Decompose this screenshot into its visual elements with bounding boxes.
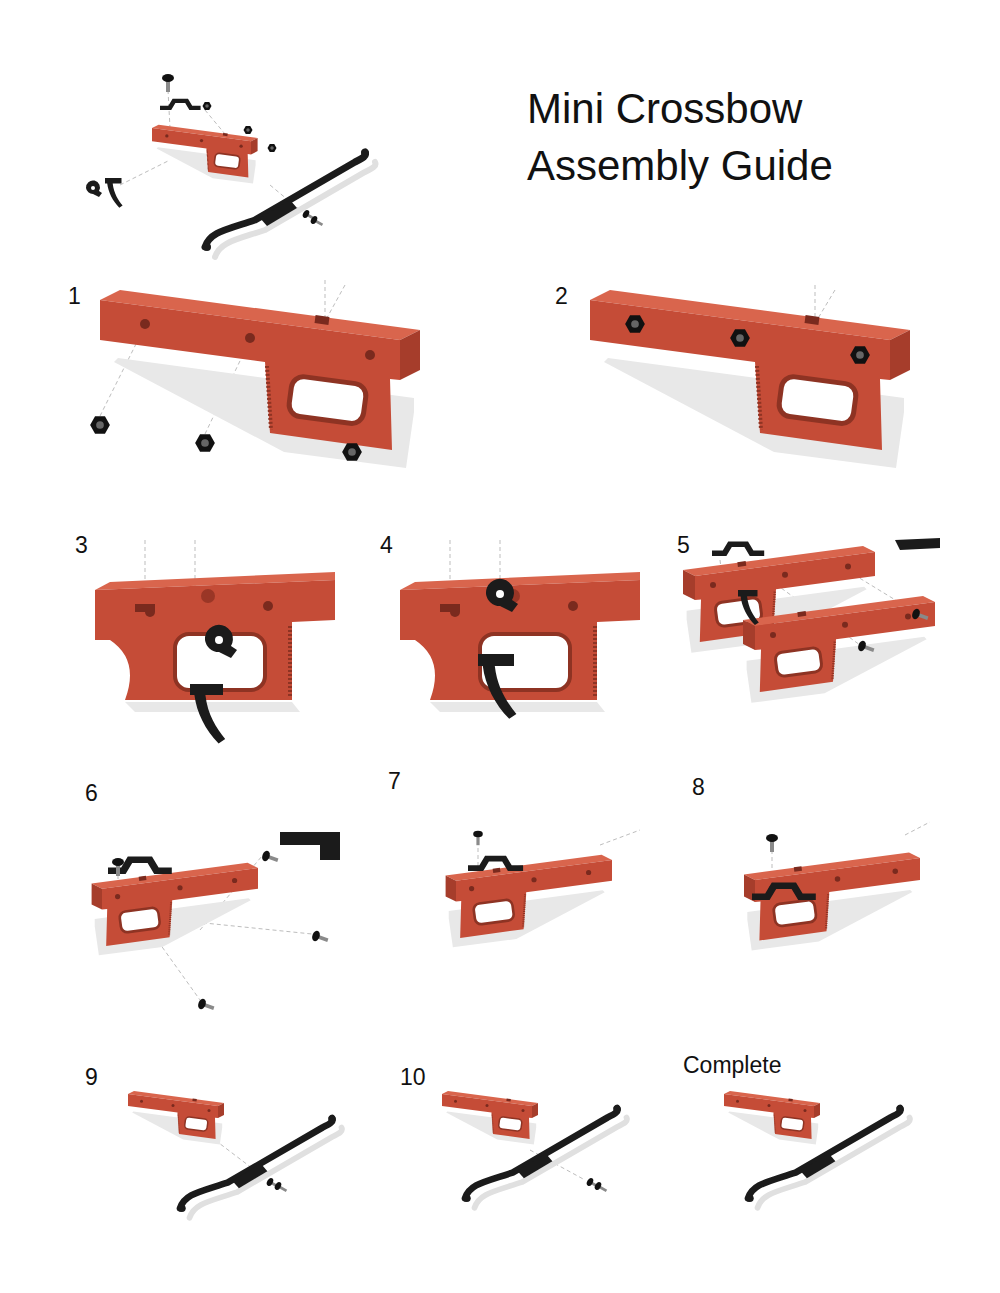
step-label: 6 [85,781,98,806]
complete-drawing [724,1091,910,1208]
step-4-drawing [400,540,640,719]
step-5-drawing [683,538,940,703]
exploded-overview [86,74,376,257]
step-label: 1 [68,284,81,309]
step-6-drawing [92,832,340,1013]
step-label: 10 [400,1065,426,1090]
step-1-drawing [90,280,420,468]
step-3-drawing [95,540,335,743]
step-label: 5 [677,533,690,558]
page-title: Mini Crossbow Assembly Guide [527,80,897,194]
step-2-drawing [590,285,910,468]
step-label: 9 [85,1065,98,1090]
step-8-drawing [744,822,930,950]
step-label: 3 [75,533,88,558]
step-label: Complete [683,1053,781,1078]
step-7-drawing [446,830,640,947]
step-label: 7 [388,769,401,794]
step-label: 4 [380,533,393,558]
step-label: 2 [555,284,568,309]
step-10-drawing [442,1091,627,1208]
step-label: 8 [692,775,705,800]
step-9-drawing [128,1091,342,1218]
